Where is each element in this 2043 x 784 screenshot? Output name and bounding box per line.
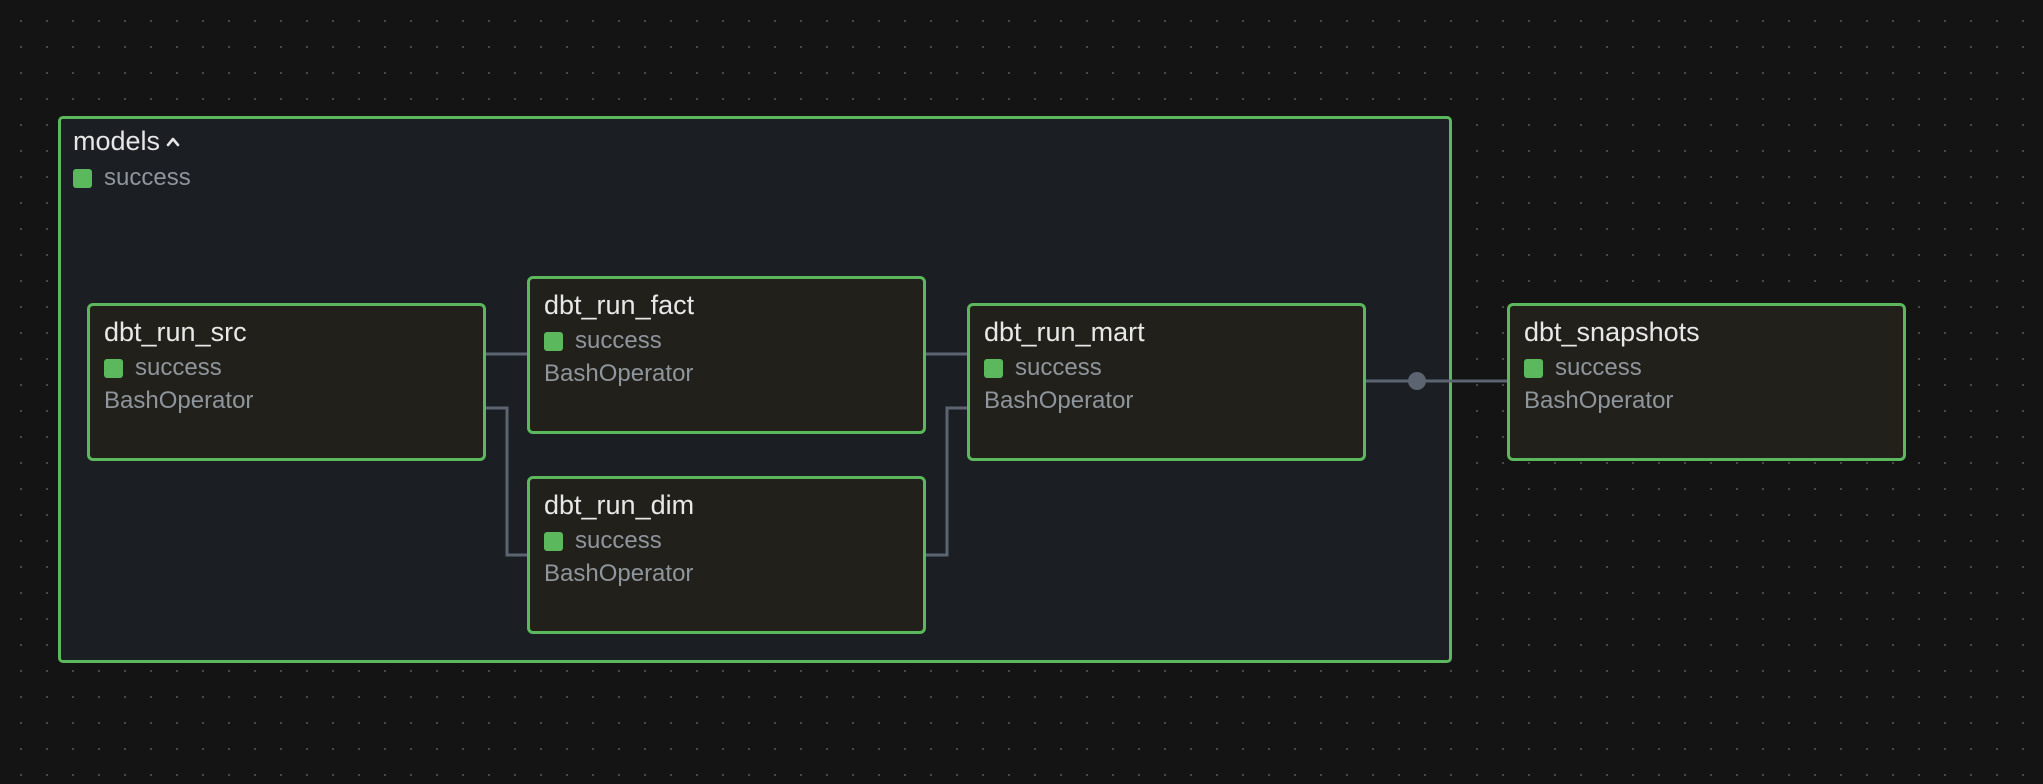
- node-dbt-run-dim[interactable]: dbt_run_dim success BashOperator: [527, 476, 926, 634]
- group-header[interactable]: models: [73, 126, 180, 157]
- node-operator: BashOperator: [544, 560, 694, 587]
- node-dbt-snapshots[interactable]: dbt_snapshots success BashOperator: [1507, 303, 1906, 461]
- node-status-label: success: [1555, 354, 1642, 381]
- node-status: success: [544, 326, 909, 356]
- node-status: success: [104, 353, 469, 383]
- group-status: success: [73, 164, 191, 192]
- status-square-icon: [544, 531, 563, 551]
- node-dbt-run-src[interactable]: dbt_run_src success BashOperator: [87, 303, 486, 461]
- status-square-icon: [73, 168, 92, 188]
- node-title: dbt_snapshots: [1524, 317, 1700, 347]
- status-square-icon: [544, 331, 563, 351]
- node-dbt-run-mart[interactable]: dbt_run_mart success BashOperator: [967, 303, 1366, 461]
- node-operator: BashOperator: [984, 387, 1134, 414]
- node-dbt-run-fact[interactable]: dbt_run_fact success BashOperator: [527, 276, 926, 434]
- status-square-icon: [104, 358, 123, 378]
- node-status: success: [984, 353, 1349, 383]
- node-operator: BashOperator: [104, 387, 254, 414]
- node-title: dbt_run_fact: [544, 290, 695, 320]
- status-square-icon: [984, 358, 1003, 378]
- node-operator: BashOperator: [544, 360, 694, 387]
- edge-dim-to-mart: [926, 406, 968, 557]
- node-title: dbt_run_dim: [544, 490, 695, 520]
- group-status-label: success: [104, 164, 191, 191]
- node-status: success: [544, 526, 909, 556]
- node-title: dbt_run_mart: [984, 317, 1145, 347]
- chevron-up-icon[interactable]: [166, 135, 180, 149]
- edge-src-to-dim: [486, 406, 528, 557]
- status-square-icon: [1524, 358, 1543, 378]
- node-status-label: success: [135, 354, 222, 381]
- group-title: models: [73, 126, 161, 156]
- node-status: success: [1524, 353, 1889, 383]
- node-title: dbt_run_src: [104, 317, 247, 347]
- node-operator: BashOperator: [1524, 387, 1674, 414]
- node-status-label: success: [575, 327, 662, 354]
- edge-junction-dot: [1408, 372, 1426, 390]
- node-status-label: success: [575, 527, 662, 554]
- node-status-label: success: [1015, 354, 1102, 381]
